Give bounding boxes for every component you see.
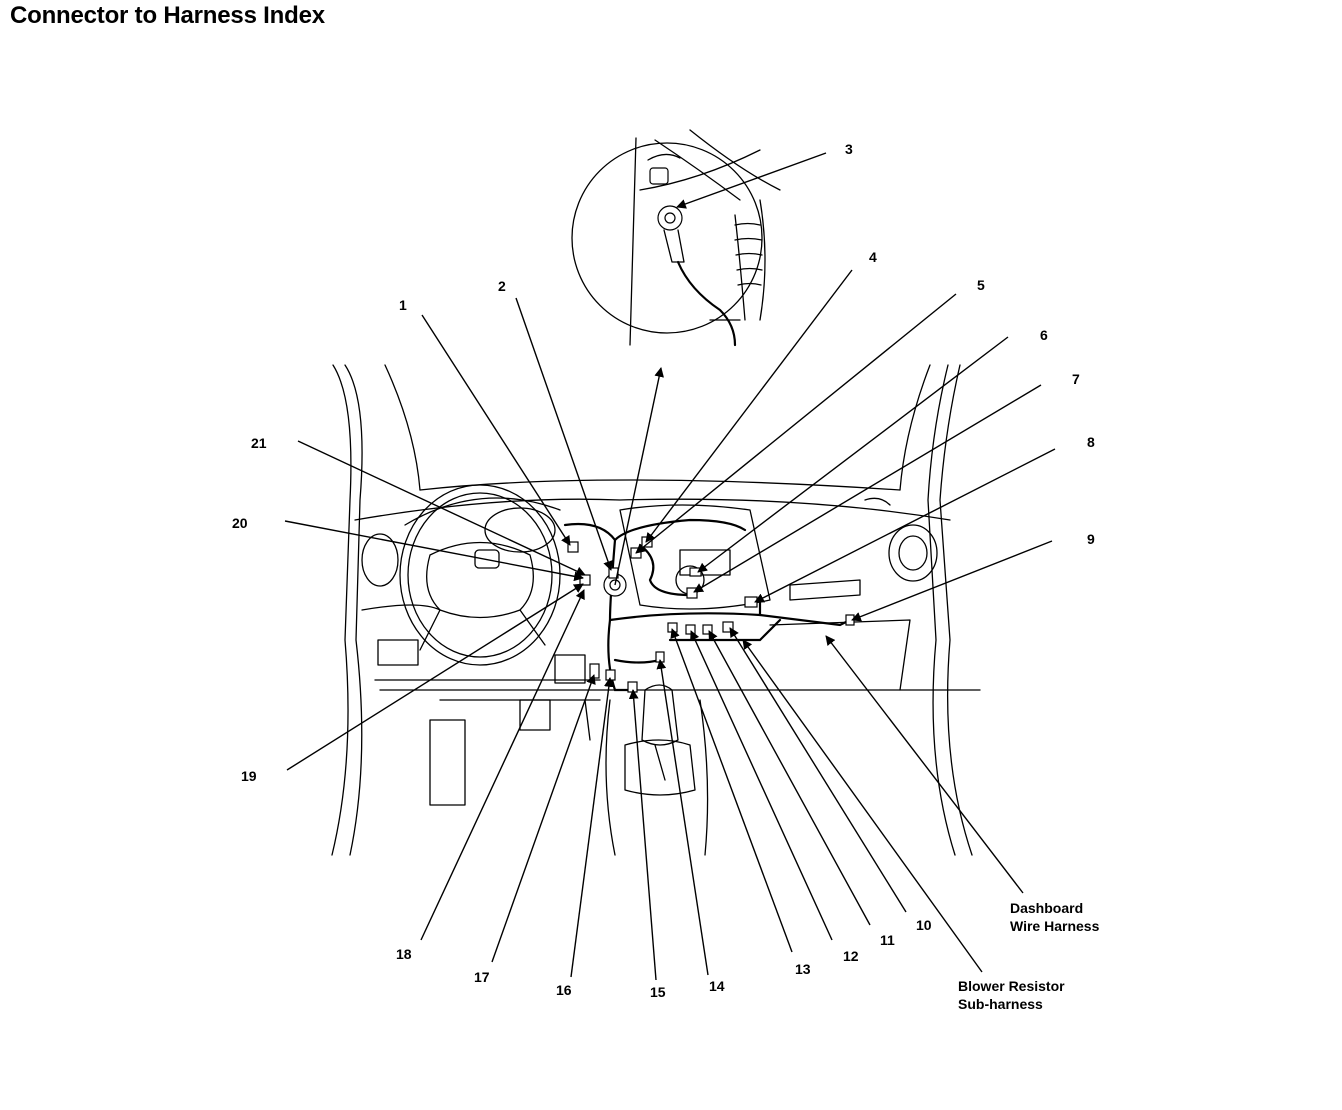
callout-1: 1 bbox=[399, 297, 407, 313]
connector-1 bbox=[567, 541, 579, 553]
callout-21: 21 bbox=[251, 435, 267, 451]
callout-20: 20 bbox=[232, 515, 248, 531]
callout-9: 9 bbox=[1087, 531, 1095, 547]
connectors bbox=[567, 536, 855, 693]
callout-15: 15 bbox=[650, 984, 666, 1000]
callout-6: 6 bbox=[1040, 327, 1048, 343]
callout-16: 16 bbox=[556, 982, 572, 998]
connector-11 bbox=[702, 624, 713, 635]
callout-labels: 1 2 3 4 5 6 7 8 9 10 11 12 13 14 15 16 1… bbox=[232, 141, 1095, 1000]
connector-20 bbox=[579, 574, 591, 586]
callout-12: 12 bbox=[843, 948, 859, 964]
connector-12 bbox=[685, 624, 696, 635]
detail-inset bbox=[571, 129, 781, 347]
harness-captions: Dashboard Wire Harness Blower Resistor S… bbox=[958, 900, 1100, 1012]
callout-7: 7 bbox=[1072, 371, 1080, 387]
blower-subharness-label-line2: Sub-harness bbox=[958, 996, 1043, 1012]
connector-7 bbox=[686, 587, 698, 599]
connector-17 bbox=[589, 663, 600, 679]
callout-17: 17 bbox=[474, 969, 490, 985]
callout-5: 5 bbox=[977, 277, 985, 293]
wire-harness bbox=[563, 518, 852, 692]
dashboard-harness-label-line1: Dashboard bbox=[1010, 900, 1083, 916]
page-title: Connector to Harness Index bbox=[10, 2, 325, 29]
callout-13: 13 bbox=[795, 961, 811, 977]
leader-lines bbox=[284, 152, 1056, 981]
callout-10: 10 bbox=[916, 917, 932, 933]
dashboard-body bbox=[331, 364, 981, 856]
connector-10 bbox=[722, 621, 734, 633]
connector-6 bbox=[689, 567, 702, 577]
callout-8: 8 bbox=[1087, 434, 1095, 450]
dashboard-harness-label-line2: Wire Harness bbox=[1010, 918, 1100, 934]
callout-14: 14 bbox=[709, 978, 725, 994]
callout-3: 3 bbox=[845, 141, 853, 157]
callout-4: 4 bbox=[869, 249, 877, 265]
callout-11: 11 bbox=[880, 932, 895, 948]
callout-2: 2 bbox=[498, 278, 506, 294]
callout-18: 18 bbox=[396, 946, 412, 962]
callout-19: 19 bbox=[241, 768, 257, 784]
blower-subharness-label-line1: Blower Resistor bbox=[958, 978, 1065, 994]
